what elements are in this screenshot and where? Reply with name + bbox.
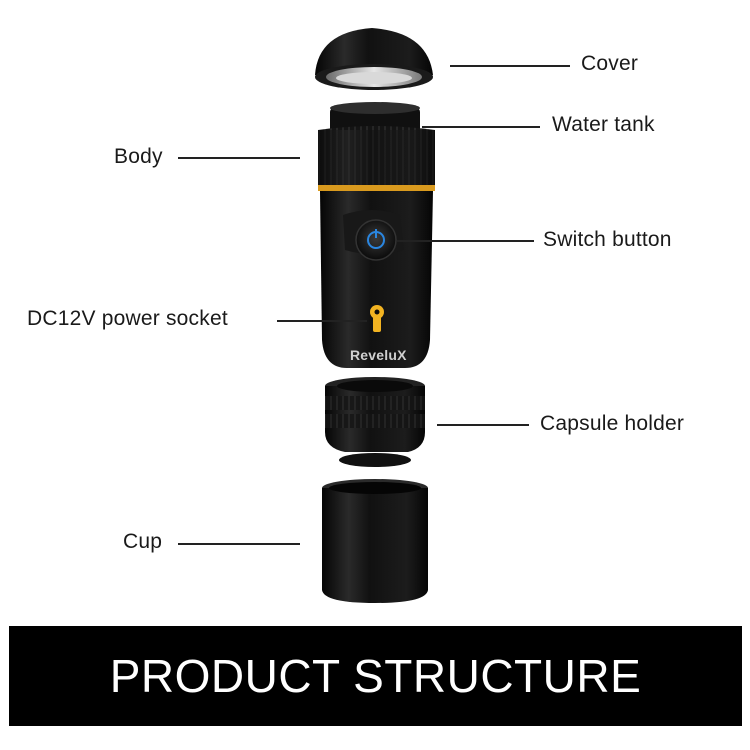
cup-leader-line <box>178 543 300 545</box>
switch-button-label: Switch button <box>543 228 672 251</box>
cup-part <box>322 479 428 603</box>
body-label: Body <box>114 145 163 168</box>
switch-button-part <box>355 219 397 261</box>
capsule-holder-leader-line <box>437 424 529 426</box>
banner-title: PRODUCT STRUCTURE <box>109 650 642 702</box>
title-banner: PRODUCT STRUCTURE <box>9 626 742 726</box>
cover-label: Cover <box>581 52 639 75</box>
power-socket-leader-line <box>277 320 367 322</box>
water-tank-leader-line <box>422 126 540 128</box>
cover-leader-line <box>450 65 570 67</box>
cover-part <box>315 28 433 90</box>
capsule-holder-label: Capsule holder <box>540 412 685 435</box>
capsule-holder-part <box>325 377 425 467</box>
switch-button-leader-line <box>397 240 534 242</box>
water-tank-label: Water tank <box>552 113 655 136</box>
brand-logo: ReveluX <box>350 347 407 363</box>
body-part <box>318 102 435 368</box>
body-leader-line <box>178 157 300 159</box>
power-socket-label: DC12V power socket <box>27 307 228 330</box>
cup-label: Cup <box>123 530 163 553</box>
